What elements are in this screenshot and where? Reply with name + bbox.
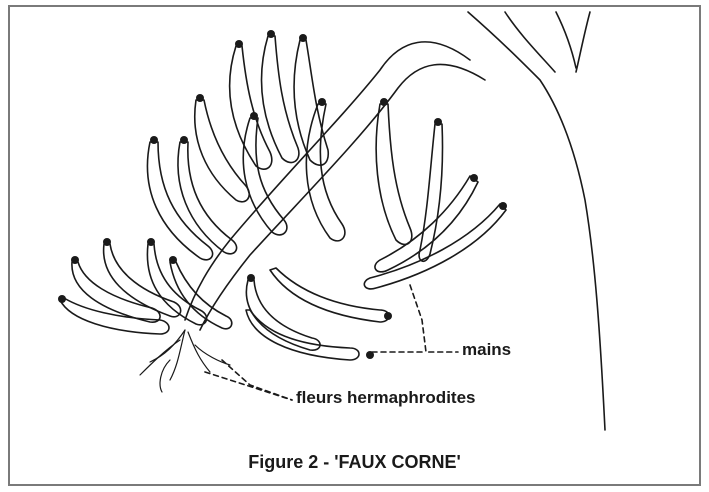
banana-hand-lower — [60, 244, 232, 334]
leader-lines — [205, 285, 458, 400]
leader-line-mains — [410, 285, 458, 352]
hermaphrodite-flowers — [140, 330, 230, 392]
pseudostem — [468, 12, 605, 430]
peduncle — [185, 42, 470, 320]
figure-border — [9, 6, 700, 485]
label-mains: mains — [462, 340, 511, 360]
banana-hand-bottom — [246, 268, 389, 360]
figure-caption: Figure 2 - 'FAUX CORNE' — [0, 452, 709, 473]
banana-hand-upper — [195, 36, 329, 202]
label-hermaphrodite-flowers: fleurs hermaphrodites — [296, 388, 476, 408]
